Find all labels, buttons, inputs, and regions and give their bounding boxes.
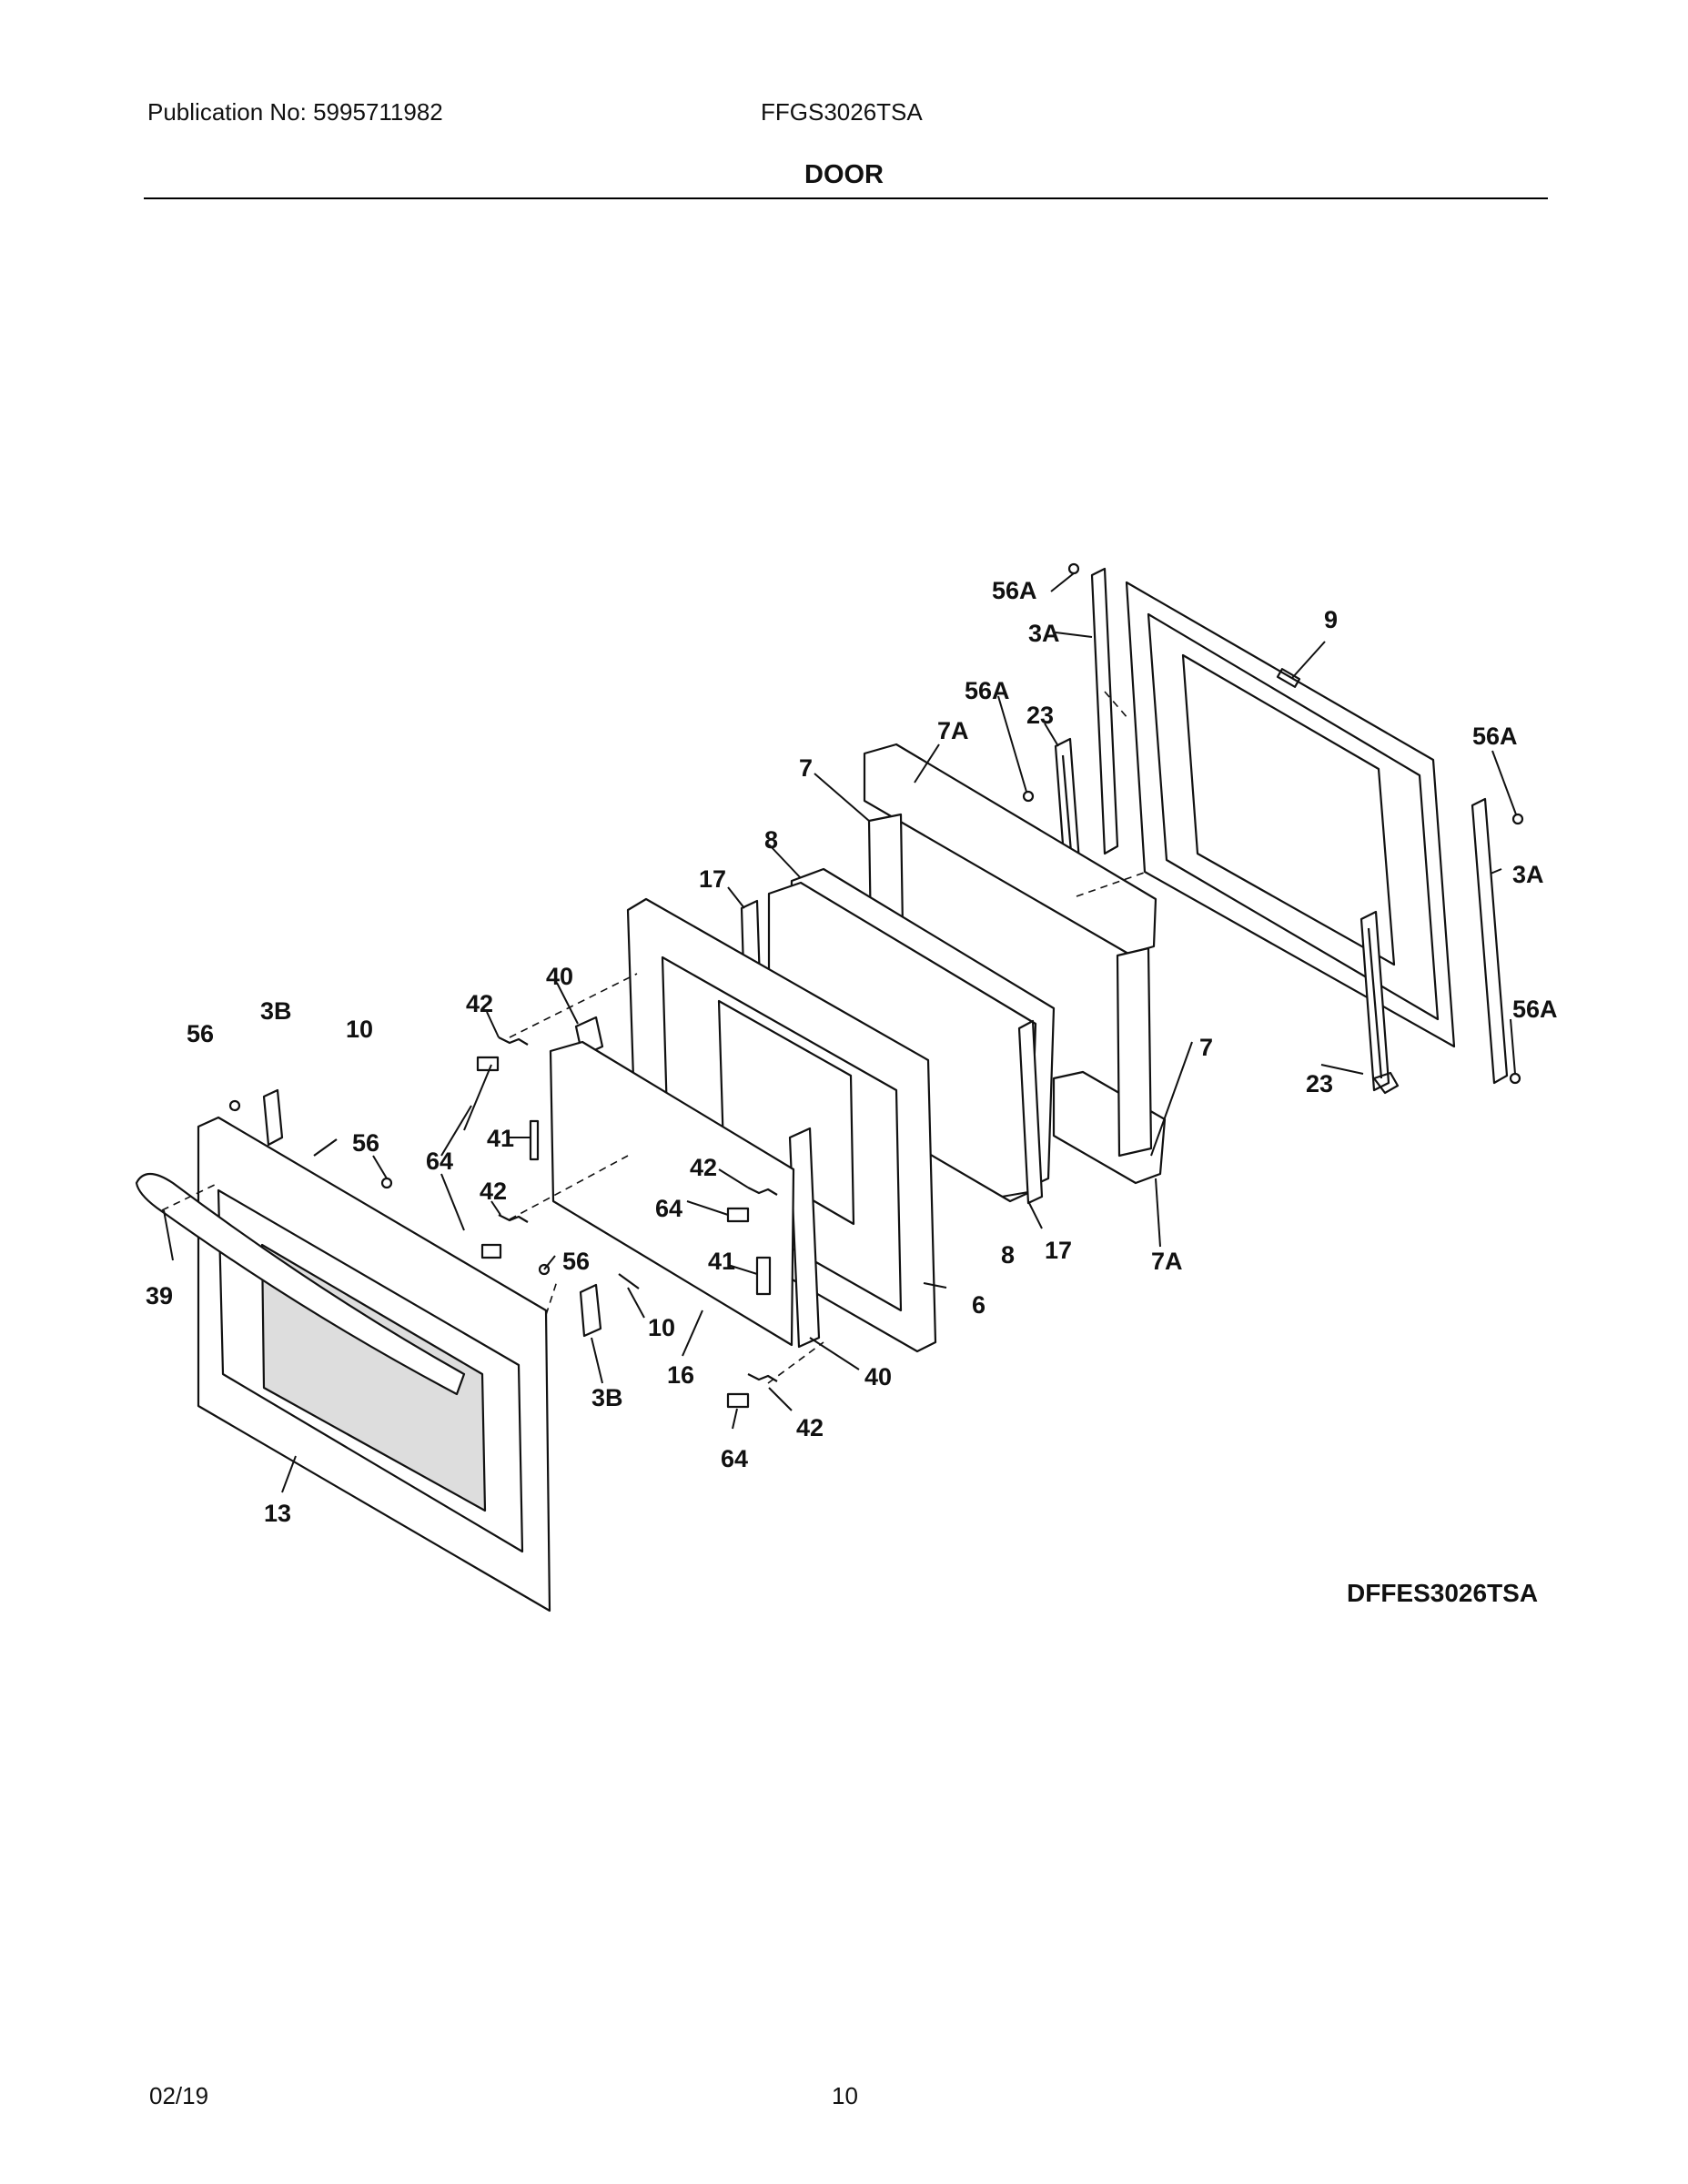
- pad-64-left: [476, 1056, 500, 1072]
- callout-64-low: 64: [721, 1445, 748, 1472]
- screw-10-left: [313, 1138, 338, 1157]
- callout-56-low: 56: [562, 1248, 590, 1275]
- pad-64-low: [726, 1392, 750, 1409]
- callout-56a-right-low: 56A: [1512, 996, 1558, 1023]
- hinge-23-low: [1359, 910, 1400, 1095]
- pad-64-center: [726, 1207, 750, 1223]
- clip-42-low: [747, 1373, 778, 1382]
- callout-23-low: 23: [1306, 1070, 1333, 1097]
- callout-41-top: 41: [487, 1125, 514, 1152]
- clip-42-left: [498, 1214, 529, 1223]
- callout-3a-right: 3A: [1512, 861, 1544, 888]
- callout-6: 6: [972, 1291, 986, 1319]
- callout-7a-top: 7A: [937, 717, 969, 744]
- header-divider: [144, 197, 1548, 199]
- screw-56-low: [538, 1263, 551, 1276]
- callout-3a-top: 3A: [1028, 620, 1060, 647]
- clip-42-top: [498, 1036, 529, 1046]
- side-rail-3a-right: [1471, 797, 1509, 1085]
- callout-3b-low: 3B: [591, 1384, 623, 1411]
- callout-56-left: 56: [187, 1020, 214, 1047]
- callout-64-center: 64: [655, 1195, 682, 1222]
- callout-39: 39: [146, 1282, 173, 1309]
- screw-56a-right: [1511, 813, 1524, 825]
- callout-64-left: 64: [426, 1148, 453, 1175]
- callout-42-left: 42: [480, 1178, 507, 1205]
- callout-56a-top: 56A: [992, 577, 1037, 604]
- footer-date: 02/19: [149, 2082, 209, 2109]
- handle-39: [135, 1172, 466, 1396]
- callout-17-low: 17: [1045, 1237, 1072, 1264]
- callout-42-top: 42: [466, 990, 493, 1017]
- callout-42-center: 42: [690, 1154, 717, 1181]
- callout-3b-left: 3B: [260, 997, 292, 1025]
- callout-42-low: 42: [796, 1414, 824, 1441]
- channel-17-low: [1017, 1019, 1044, 1205]
- bracket-3b-left: [262, 1088, 284, 1147]
- glass-clip-41-top: [529, 1119, 540, 1161]
- callout-8-low: 8: [1001, 1241, 1015, 1269]
- callout-16: 16: [667, 1361, 694, 1389]
- callout-23-top: 23: [1026, 702, 1054, 729]
- clip-42-center: [747, 1187, 778, 1196]
- screw-10-low: [618, 1273, 640, 1289]
- callout-40-low: 40: [864, 1363, 892, 1390]
- callout-8-top: 8: [764, 826, 778, 854]
- insulation-strip-7a-top: [863, 743, 1157, 956]
- callout-10-left: 10: [346, 1016, 373, 1043]
- inner-glass-16: [549, 1040, 795, 1347]
- glass-retainer-40-low: [788, 1127, 821, 1349]
- callout-7-top: 7: [799, 754, 813, 782]
- drawing-id: DFFES3026TSA: [1347, 1579, 1539, 1607]
- bracket-3b-low: [579, 1283, 602, 1338]
- inner-door-frame-9: [1125, 581, 1456, 1048]
- callout-9: 9: [1324, 606, 1338, 633]
- model-number: FFGS3026TSA: [761, 98, 923, 126]
- screw-56a-mid: [1022, 790, 1035, 803]
- callout-7-right: 7: [1199, 1034, 1213, 1061]
- insulation-strip-7a-low: [1052, 1070, 1167, 1185]
- callout-56-mid: 56: [352, 1129, 379, 1157]
- screw-56-mid: [380, 1177, 393, 1189]
- screw-56a-top: [1067, 562, 1080, 575]
- pad-64-mid: [480, 1243, 502, 1259]
- insulation-block-7-right: [1116, 946, 1153, 1158]
- callout-56a-mid: 56A: [965, 677, 1010, 704]
- callout-10-low: 10: [648, 1314, 675, 1341]
- callout-41-low: 41: [708, 1248, 735, 1275]
- page-title: DOOR: [804, 160, 884, 189]
- publication-number: Publication No: 5995711982: [147, 98, 443, 126]
- side-rail-3a-left: [1090, 567, 1119, 855]
- page-number: 10: [832, 2082, 858, 2109]
- screw-56-left: [228, 1099, 241, 1112]
- callout-56a-right: 56A: [1472, 723, 1518, 750]
- callout-7a-low: 7A: [1151, 1248, 1183, 1275]
- callout-13: 13: [264, 1500, 291, 1527]
- callout-17-top: 17: [699, 865, 726, 893]
- glass-clip-41-low: [755, 1256, 772, 1296]
- callout-40-top: 40: [546, 963, 573, 990]
- screw-56a-right-low: [1509, 1072, 1521, 1085]
